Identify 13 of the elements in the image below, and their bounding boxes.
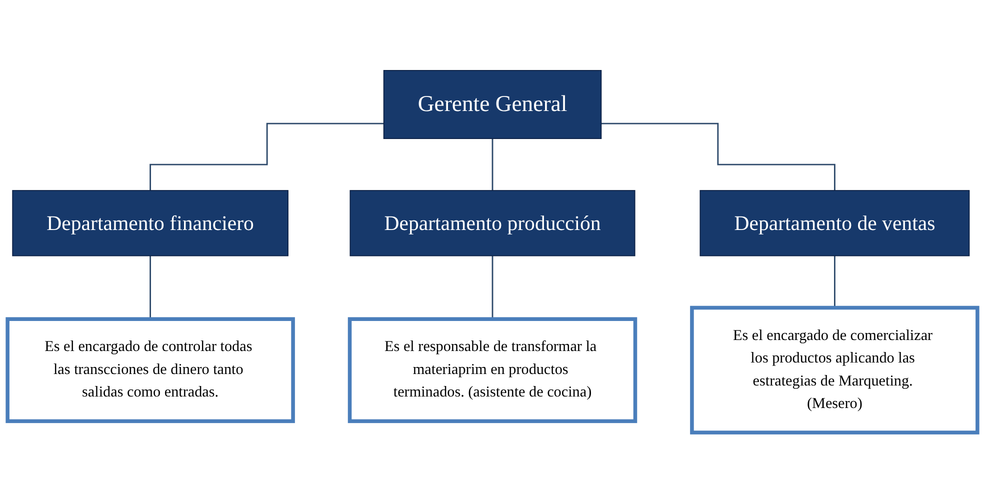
connector — [150, 122, 384, 192]
connector — [150, 255, 152, 320]
connector — [601, 122, 836, 192]
node-box: Es el responsable de transformar la materiaprim en productos terminados. (asistente de cocina) — [348, 317, 638, 424]
node-box: Departamento producción — [350, 190, 636, 256]
node-box: Gerente General — [383, 70, 602, 139]
node-box: Es el encargado de controlar todas las transcciones de dinero tanto salidas como entradas. — [6, 317, 295, 424]
connector — [834, 255, 836, 308]
node-box: Departamento de ventas — [700, 190, 970, 256]
node-box: Es el encargado de comercializar los productos aplicando las estrategias de Marqueting. (Mesero) — [690, 306, 980, 434]
node-box: Departamento financiero — [12, 190, 288, 256]
connector — [492, 255, 494, 320]
connector — [492, 138, 494, 192]
